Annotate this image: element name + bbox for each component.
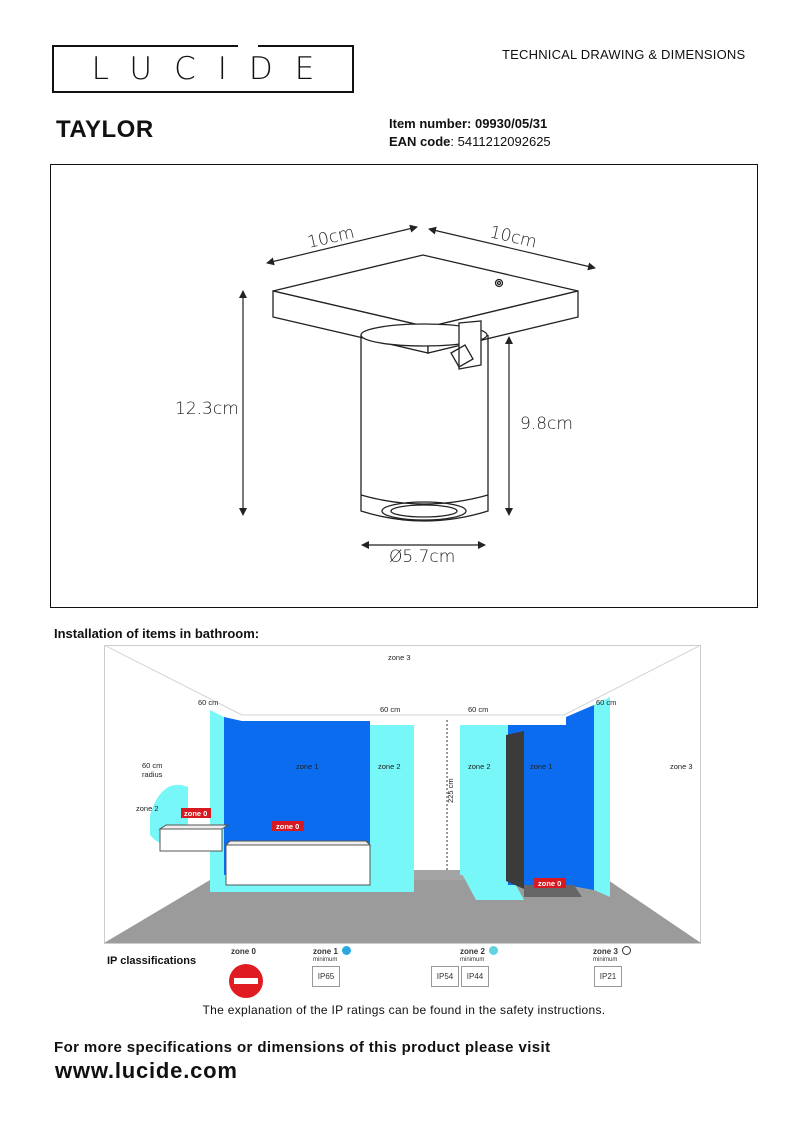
product-name: TAYLOR: [56, 116, 154, 143]
label-zone0-shower: zone 0: [538, 879, 561, 888]
label-zone2-right: zone 2: [468, 762, 491, 771]
label-zone3-right: zone 3: [670, 762, 693, 771]
label-60cm-a: 60 cm: [198, 698, 218, 707]
document-title: TECHNICAL DRAWING & DIMENSIONS: [502, 47, 746, 62]
label-zone3-top: zone 3: [388, 653, 411, 662]
ip-zone2-min: minimum: [460, 957, 485, 963]
ip44-box: IP44: [461, 966, 489, 987]
fixture-outline: [272, 254, 579, 522]
no-entry-icon: [229, 964, 263, 998]
bathtub: [225, 844, 371, 886]
ip-zone2-text: zone 2: [460, 947, 485, 956]
ip-zone3-text: zone 3: [593, 947, 618, 956]
zone0-shower-tag: [534, 878, 566, 888]
dim-width-left: 10cm: [306, 223, 357, 253]
more-specs-note: For more specifications or dimensions of…: [54, 1039, 551, 1056]
brand-logo: LUCIDE: [52, 45, 354, 93]
label-radius-1: 60 cm: [142, 761, 162, 770]
bathroom-installation-title: Installation of items in bathroom:: [54, 626, 260, 641]
label-radius-2: radius: [142, 770, 163, 779]
ip-zone1-label: zone 1: [313, 946, 351, 956]
sink-cabinet: [159, 828, 223, 852]
ip-zone0-label: zone 0: [231, 947, 256, 956]
label-zone0-bath: zone 0: [276, 822, 299, 831]
ean-label: EAN code: [389, 134, 451, 149]
ip65-box: IP65: [312, 966, 340, 987]
zone2-left-wall: [210, 710, 224, 890]
bathroom-zones-illustration: zone 3 zone 3 zone 1 zone 2 zone 2 zone …: [103, 644, 702, 950]
ip-zone1-min: minimum: [313, 957, 338, 963]
technical-drawing: 10cm 10cm 12.3cm 9.8cm Ø5.7cm: [50, 164, 758, 608]
dim-diameter: Ø5.7cm: [389, 547, 455, 567]
label-zone2-left: zone 2: [378, 762, 401, 771]
ean-value: : 5411212092625: [450, 134, 551, 149]
ip-zone2-label: zone 2: [460, 946, 498, 956]
zone0-bath-tag: [272, 821, 304, 831]
zone2-left-back: [370, 725, 414, 875]
logo-text: LUCIDE: [91, 51, 337, 87]
zone0-sink-tag: [181, 808, 211, 818]
label-zone1-right: zone 1: [530, 762, 553, 771]
ip-zone3-min: minimum: [593, 957, 618, 963]
item-number-value: 09930/05/31: [474, 116, 548, 131]
room-perspective-lines: [103, 644, 702, 716]
dim-cylinder-height: 9.8cm: [520, 414, 573, 434]
label-60cm-d: 60 cm: [596, 698, 616, 707]
dimension-lines: [239, 224, 596, 549]
item-number-label: Item number:: [389, 116, 472, 131]
product-line-drawing: 10cm 10cm 12.3cm 9.8cm Ø5.7cm: [175, 222, 596, 567]
item-number: Item number: 09930/05/31: [389, 116, 547, 131]
logo-notch: [238, 45, 258, 53]
label-60cm-c: 60 cm: [468, 705, 488, 714]
website-link[interactable]: www.lucide.com: [55, 1058, 238, 1083]
zone1-dot-icon: [341, 946, 351, 955]
dim-width-right: 10cm: [488, 222, 539, 252]
ip-zone3-label: zone 3: [593, 946, 631, 956]
label-225cm: 225 cm: [446, 778, 455, 803]
ip21-box: IP21: [594, 966, 622, 987]
zone1-left-wall: [224, 717, 242, 875]
ean-code: EAN code: 5411212092625: [389, 134, 551, 149]
zone3-dot-icon: [621, 946, 631, 955]
zone1-right-wall: [566, 705, 594, 890]
shower-screen: [506, 731, 524, 889]
zone2-dot-icon: [488, 946, 498, 955]
ip54-box: IP54: [431, 966, 459, 987]
bathroom-diagram: zone 3 zone 3 zone 1 zone 2 zone 2 zone …: [103, 644, 702, 944]
label-zone2-sink: zone 2: [136, 804, 159, 813]
zone2-right-wall: [594, 697, 610, 897]
label-60cm-b: 60 cm: [380, 705, 400, 714]
ip-explanation-note: The explanation of the IP ratings can be…: [202, 1003, 606, 1017]
label-zone0-sink: zone 0: [184, 809, 207, 818]
ip-classifications-title: IP classifications: [107, 955, 197, 967]
dim-total-height: 12.3cm: [175, 399, 239, 419]
label-zone1-left: zone 1: [296, 762, 319, 771]
zone2-right-back: [460, 725, 508, 875]
ip-zone1-text: zone 1: [313, 947, 338, 956]
